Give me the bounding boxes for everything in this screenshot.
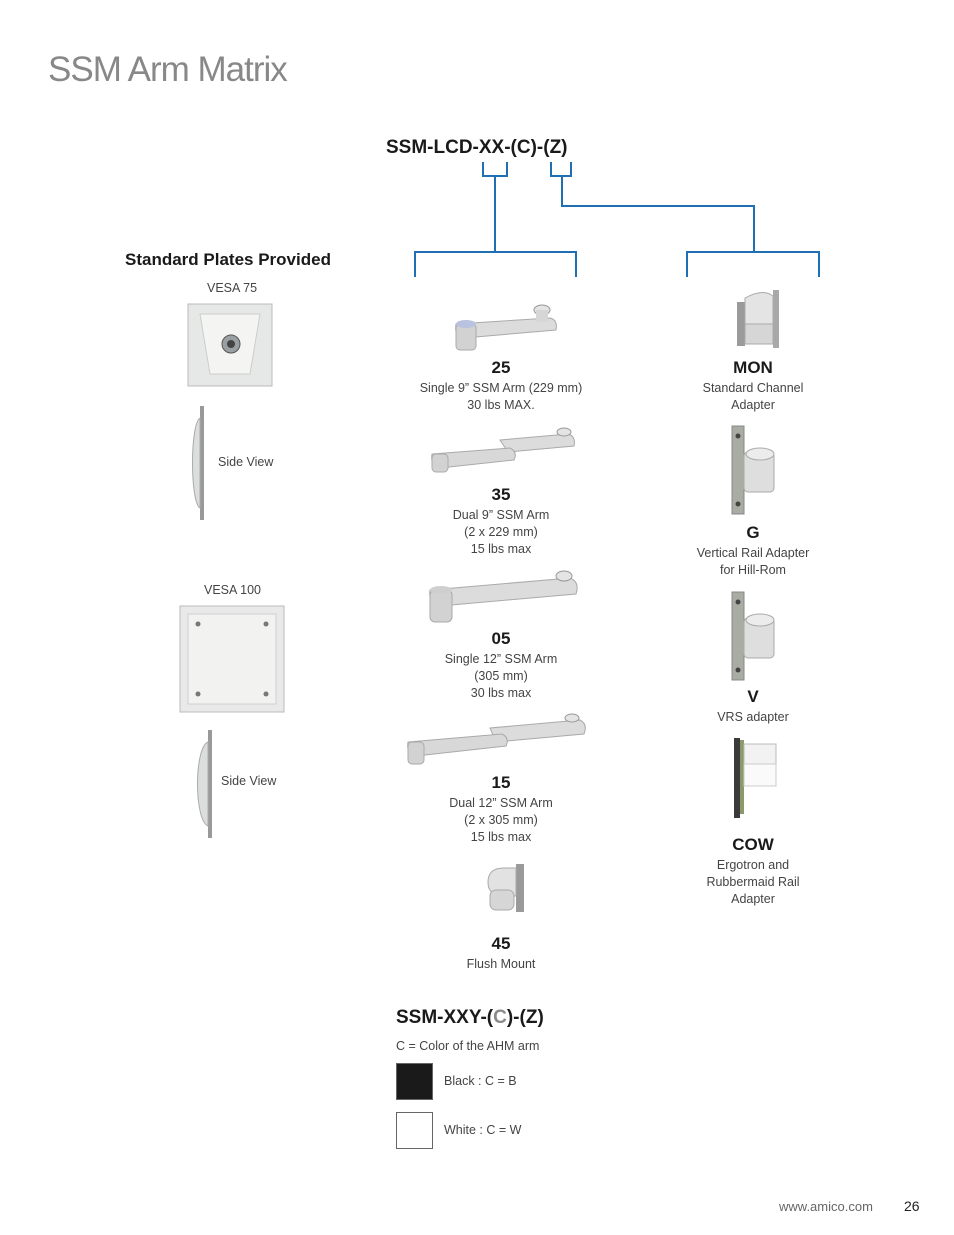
color-note: C = Color of the AHM arm	[396, 1039, 540, 1053]
adapter-g-desc-1: Vertical Rail Adapter	[696, 546, 810, 560]
code-bracket-diagram	[414, 162, 820, 277]
arm-35-code: 35	[491, 485, 511, 504]
plates-heading: Standard Plates Provided	[125, 250, 331, 269]
color-code-prefix: SSM-XXY-(	[396, 1007, 494, 1028]
arm-35-text: 35 Dual 9” SSM Arm (2 x 229 mm) 15 lbs m…	[401, 485, 601, 558]
arm-05-image	[429, 570, 578, 623]
swatch-black	[396, 1063, 433, 1100]
adapter-mon-image	[737, 290, 779, 348]
arm-45-code: 45	[491, 934, 511, 953]
adapter-v-image	[731, 591, 775, 681]
adapter-cow-text: COW Ergotron and Rubbermaid Rail Adapter	[653, 835, 853, 908]
adapter-g-desc-2: for Hill-Rom	[720, 563, 786, 577]
connector-z-path	[561, 176, 755, 252]
arm-05-code: 05	[491, 629, 511, 648]
arm-15-desc-2: (2 x 305 mm)	[464, 813, 538, 827]
color-code-c: C	[493, 1007, 507, 1028]
adapter-cow-image	[734, 738, 777, 818]
color-code-suffix: )-(Z)	[506, 1007, 544, 1028]
arm-05-desc-2: (305 mm)	[474, 669, 528, 683]
arm-25-image	[455, 304, 557, 351]
adapter-cow-code: COW	[732, 835, 774, 854]
arm-05-text: 05 Single 12” SSM Arm (305 mm) 30 lbs ma…	[401, 629, 601, 702]
arm-35-desc-3: 15 lbs max	[470, 542, 532, 556]
adapter-mon-code: MON	[733, 358, 773, 377]
arm-15-text: 15 Dual 12” SSM Arm (2 x 305 mm) 15 lbs …	[401, 773, 601, 846]
vesa100-side-view-image	[197, 730, 212, 838]
white-label: White : C = W	[444, 1123, 522, 1137]
vesa100-plate-image	[179, 605, 285, 713]
adapter-g-text: G Vertical Rail Adapter for Hill-Rom	[653, 523, 853, 579]
vesa75-plate-image	[187, 303, 273, 387]
footer-url[interactable]: www.amico.com	[779, 1199, 873, 1214]
bracket-xx	[482, 162, 508, 177]
arm-25-desc-1: Single 9” SSM Arm (229 mm)	[419, 381, 583, 395]
arm-15-code: 15	[491, 773, 511, 792]
arm-45-desc-1: Flush Mount	[466, 957, 536, 971]
arm-35-desc-2: (2 x 229 mm)	[464, 525, 538, 539]
adapter-g-code: G	[746, 523, 760, 542]
arm-35-image	[431, 427, 575, 473]
adapter-v-code: V	[747, 687, 759, 706]
bracket-adapters-group	[686, 251, 820, 277]
swatch-white	[396, 1112, 433, 1149]
arm-15-desc-3: 15 lbs max	[470, 830, 532, 844]
arm-05-desc-3: 30 lbs max	[470, 686, 532, 700]
vesa100-label: VESA 100	[204, 583, 261, 597]
bracket-c	[550, 162, 572, 177]
black-label: Black : C = B	[444, 1074, 517, 1088]
adapter-mon-desc-1: Standard Channel	[702, 381, 804, 395]
adapter-cow-desc-1: Ergotron and	[716, 858, 790, 872]
arm-15-image	[407, 713, 586, 765]
arm-35-desc-1: Dual 9” SSM Arm	[452, 508, 550, 522]
adapter-mon-text: MON Standard Channel Adapter	[653, 358, 853, 414]
vesa75-side-view-image	[192, 406, 204, 520]
vesa75-label: VESA 75	[207, 281, 258, 295]
arm-25-code: 25	[491, 358, 511, 377]
arm-05-desc-1: Single 12” SSM Arm	[444, 652, 558, 666]
page-title: SSM Arm Matrix	[48, 50, 288, 89]
adapter-g-image	[731, 425, 775, 515]
arm-45-text: 45 Flush Mount	[401, 934, 601, 973]
arm-15-desc-1: Dual 12” SSM Arm	[449, 796, 553, 810]
side-view-label-1: Side View	[218, 455, 274, 469]
adapter-mon-desc-2: Adapter	[731, 398, 775, 412]
model-code-color: SSM-XXY-(C)-(Z)	[396, 1007, 544, 1029]
adapter-v-desc-1: VRS adapter	[717, 710, 789, 724]
model-code-main: SSM-LCD-XX-(C)-(Z)	[386, 137, 568, 158]
adapter-cow-desc-2: Rubbermaid Rail	[706, 875, 800, 889]
adapter-v-text: V VRS adapter	[653, 687, 853, 726]
arm-25-desc-2: 30 lbs MAX.	[467, 398, 535, 412]
page-number: 26	[904, 1198, 920, 1214]
arm-45-image	[487, 864, 524, 912]
adapter-cow-desc-3: Adapter	[731, 892, 775, 906]
arm-25-text: 25 Single 9” SSM Arm (229 mm) 30 lbs MAX…	[401, 358, 601, 414]
side-view-label-2: Side View	[221, 774, 277, 788]
bracket-arms-group	[414, 251, 577, 277]
